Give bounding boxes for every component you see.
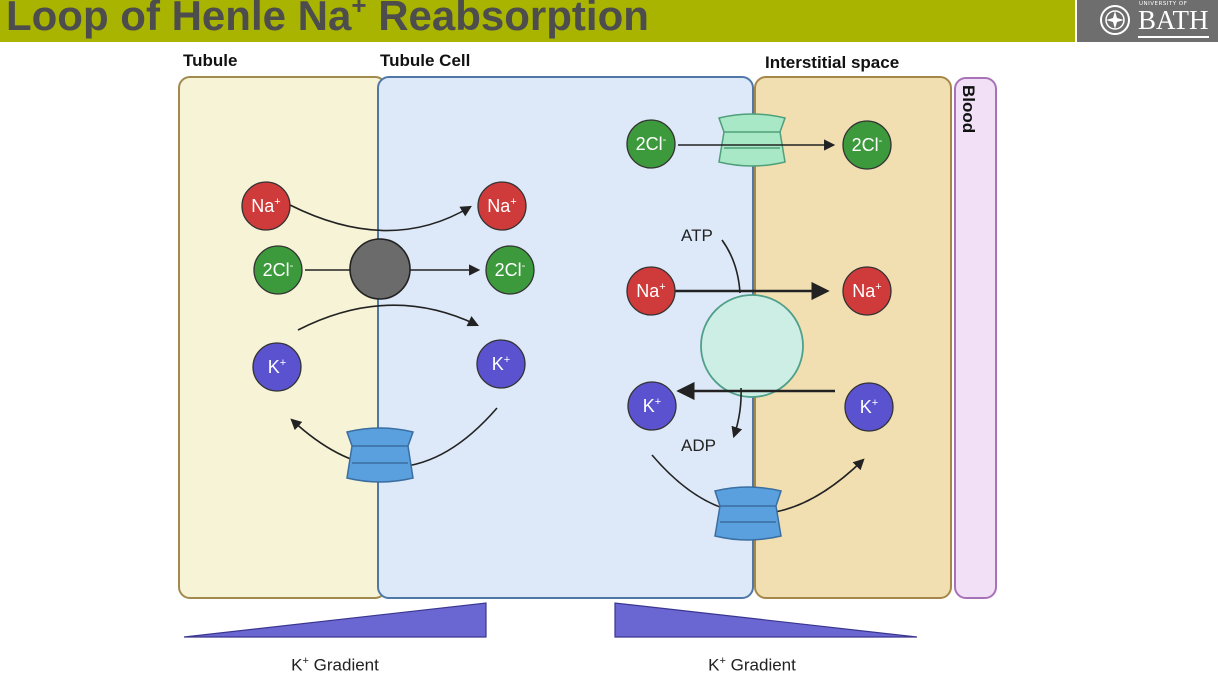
ion-label-interstitial-na: Na+ [852, 281, 882, 301]
seal-icon [1100, 5, 1130, 35]
tubule-cell-region [377, 76, 754, 599]
ion-label-cell-cl-left: 2Cl- [494, 260, 526, 280]
ion-circle-cell-cl-right [626, 119, 676, 169]
k-gradient-wedge-left [183, 602, 487, 638]
arrow-atp [721, 239, 741, 294]
university-logo: UNIVERSITY OF BATH [1077, 0, 1218, 42]
logo-subtitle: UNIVERSITY OF [1139, 1, 1188, 7]
ion-circle-tubule-na [241, 181, 291, 231]
ion-circle-cell-na-right [626, 266, 676, 316]
ion-label-tubule-na: Na+ [251, 196, 281, 216]
ion-circle-cell-k-right [627, 381, 677, 431]
k-gradient-label-left: K+ Gradient [291, 655, 379, 675]
ion-circle-tubule-cl [253, 245, 303, 295]
basolateral-cl-channel [718, 113, 786, 167]
label-interstitial-space: Interstitial space [765, 53, 900, 72]
ion-label-cell-na-left: Na+ [487, 196, 517, 216]
ion-circle-tubule-k [252, 342, 302, 392]
ion-circle-cell-na-left [477, 181, 527, 231]
blood-region [954, 77, 997, 599]
apical-k-channel [346, 427, 414, 483]
k-gradient-label-right: K+ Gradient [708, 655, 796, 675]
adp-label: ADP [681, 436, 716, 455]
ion-label-cell-na-right: Na+ [636, 281, 666, 301]
ion-label-interstitial-cl: 2Cl- [851, 135, 883, 155]
label-tubule-cell: Tubule Cell [380, 51, 471, 70]
k-gradient-wedge-right [614, 602, 918, 638]
label-tubule: Tubule [183, 51, 238, 70]
ion-label-tubule-cl: 2Cl- [262, 260, 294, 280]
logo-wordmark: BATH [1138, 4, 1209, 39]
ion-circle-interstitial-cl [842, 120, 892, 170]
ion-label-cell-k-right: K+ [642, 396, 662, 416]
slide-title: Loop of Henle Na+ Reabsorption [6, 0, 649, 39]
ion-circle-cell-cl-left [485, 245, 535, 295]
ion-circle-interstitial-na [842, 266, 892, 316]
ion-label-cell-cl-right: 2Cl- [635, 134, 667, 154]
atp-label: ATP [681, 226, 713, 245]
basolateral-k-channel [714, 486, 782, 541]
na-k-atpase-pump [700, 294, 804, 398]
nkcc-cotransporter [349, 238, 411, 300]
ion-label-interstitial-k: K+ [859, 397, 879, 417]
ion-label-tubule-k: K+ [267, 357, 287, 377]
ion-circle-cell-k-left [476, 339, 526, 389]
arrow-na-cotransport [289, 204, 472, 232]
ion-circle-interstitial-k [844, 382, 894, 432]
title-bar: Loop of Henle Na+ Reabsorption [0, 0, 1075, 42]
label-blood: Blood [959, 85, 978, 134]
ion-label-cell-k-left: K+ [491, 354, 511, 374]
arrow-k-cotransport [297, 304, 480, 331]
arrow-adp [731, 387, 743, 439]
